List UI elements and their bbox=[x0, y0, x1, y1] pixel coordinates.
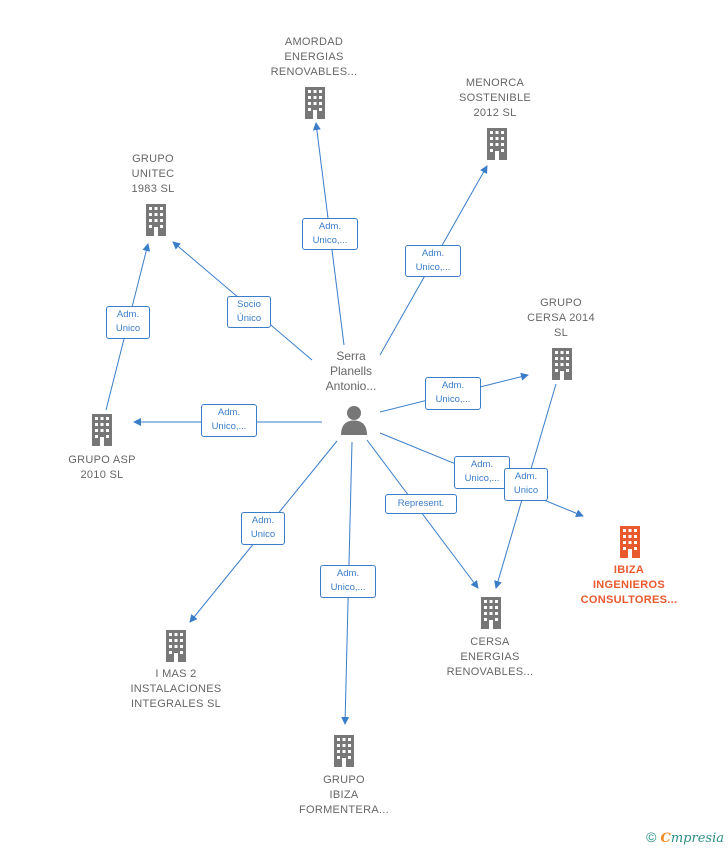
building-icon[interactable] bbox=[475, 596, 507, 630]
company-cersa-energias[interactable]: CERSA ENERGIAS RENOVABLES... bbox=[435, 635, 545, 680]
edge-label-ibiza-ingenieros[interactable]: Adm. Unico,... bbox=[454, 456, 510, 489]
edge-label-cersa2014-cersa[interactable]: Adm. Unico bbox=[504, 468, 548, 501]
building-icon-highlighted[interactable] bbox=[614, 525, 646, 559]
company-label: I MAS 2 INSTALACIONES INTEGRALES SL bbox=[130, 668, 222, 710]
edge-label-imas2[interactable]: Adm. Unico bbox=[241, 512, 285, 545]
building-icon[interactable] bbox=[481, 127, 513, 161]
copyright-symbol: © bbox=[646, 829, 657, 845]
company-label: GRUPO ASP 2010 SL bbox=[68, 454, 136, 481]
brand-rest: mpresia bbox=[670, 831, 724, 846]
building-icon[interactable] bbox=[86, 413, 118, 447]
building-icon[interactable] bbox=[160, 629, 192, 663]
company-cersa2014[interactable]: GRUPO CERSA 2014 SL bbox=[518, 296, 604, 341]
company-asp[interactable]: GRUPO ASP 2010 SL bbox=[56, 453, 148, 483]
company-ibiza-formentera[interactable]: GRUPO IBIZA FORMENTERA... bbox=[288, 773, 400, 818]
company-ibiza-ingenieros[interactable]: IBIZA INGENIEROS CONSULTORES... bbox=[566, 563, 692, 608]
company-imas2[interactable]: I MAS 2 INSTALACIONES INTEGRALES SL bbox=[116, 667, 236, 712]
building-icon[interactable] bbox=[140, 203, 172, 237]
company-label: GRUPO UNITEC 1983 SL bbox=[131, 153, 175, 195]
company-label: IBIZA INGENIEROS CONSULTORES... bbox=[580, 564, 678, 606]
empresia-logo: Cmpresia bbox=[661, 831, 725, 846]
company-label: MENORCA SOSTENIBLE 2012 SL bbox=[458, 77, 532, 119]
edge-label-asp[interactable]: Adm. Unico,... bbox=[201, 404, 257, 437]
company-menorca[interactable]: MENORCA SOSTENIBLE 2012 SL bbox=[443, 76, 547, 121]
building-icon[interactable] bbox=[299, 86, 331, 120]
company-label: GRUPO CERSA 2014 SL bbox=[527, 297, 595, 339]
company-amordad[interactable]: AMORDAD ENERGIAS RENOVABLES... bbox=[256, 35, 372, 80]
edge-cersa-en bbox=[366, 439, 479, 589]
edge-label-ibiza-formentera[interactable]: Adm. Unico,... bbox=[320, 565, 376, 598]
company-label: GRUPO IBIZA FORMENTERA... bbox=[298, 774, 390, 816]
edge-label-cersa-energias[interactable]: Represent. bbox=[385, 494, 457, 514]
building-icon[interactable] bbox=[328, 734, 360, 768]
footer-brand[interactable]: ©Cmpresia bbox=[646, 829, 724, 846]
company-label: AMORDAD ENERGIAS RENOVABLES... bbox=[270, 36, 358, 78]
brand-initial: C bbox=[660, 831, 671, 846]
edge-label-unitec[interactable]: Socio Único bbox=[227, 296, 271, 328]
person-icon[interactable] bbox=[338, 403, 370, 435]
building-icon[interactable] bbox=[546, 347, 578, 381]
edge-label-amordad[interactable]: Adm. Unico,... bbox=[302, 218, 358, 250]
edge-label-cersa2014[interactable]: Adm. Unico,... bbox=[425, 377, 481, 410]
person-name-label[interactable]: Serra Planells Antonio... bbox=[325, 349, 377, 393]
company-label: CERSA ENERGIAS RENOVABLES... bbox=[446, 636, 534, 678]
edge-label-menorca[interactable]: Adm. Unico,... bbox=[405, 245, 461, 277]
edge-label-asp-unitec[interactable]: Adm. Unico bbox=[106, 306, 150, 339]
company-unitec[interactable]: GRUPO UNITEC 1983 SL bbox=[113, 152, 193, 197]
